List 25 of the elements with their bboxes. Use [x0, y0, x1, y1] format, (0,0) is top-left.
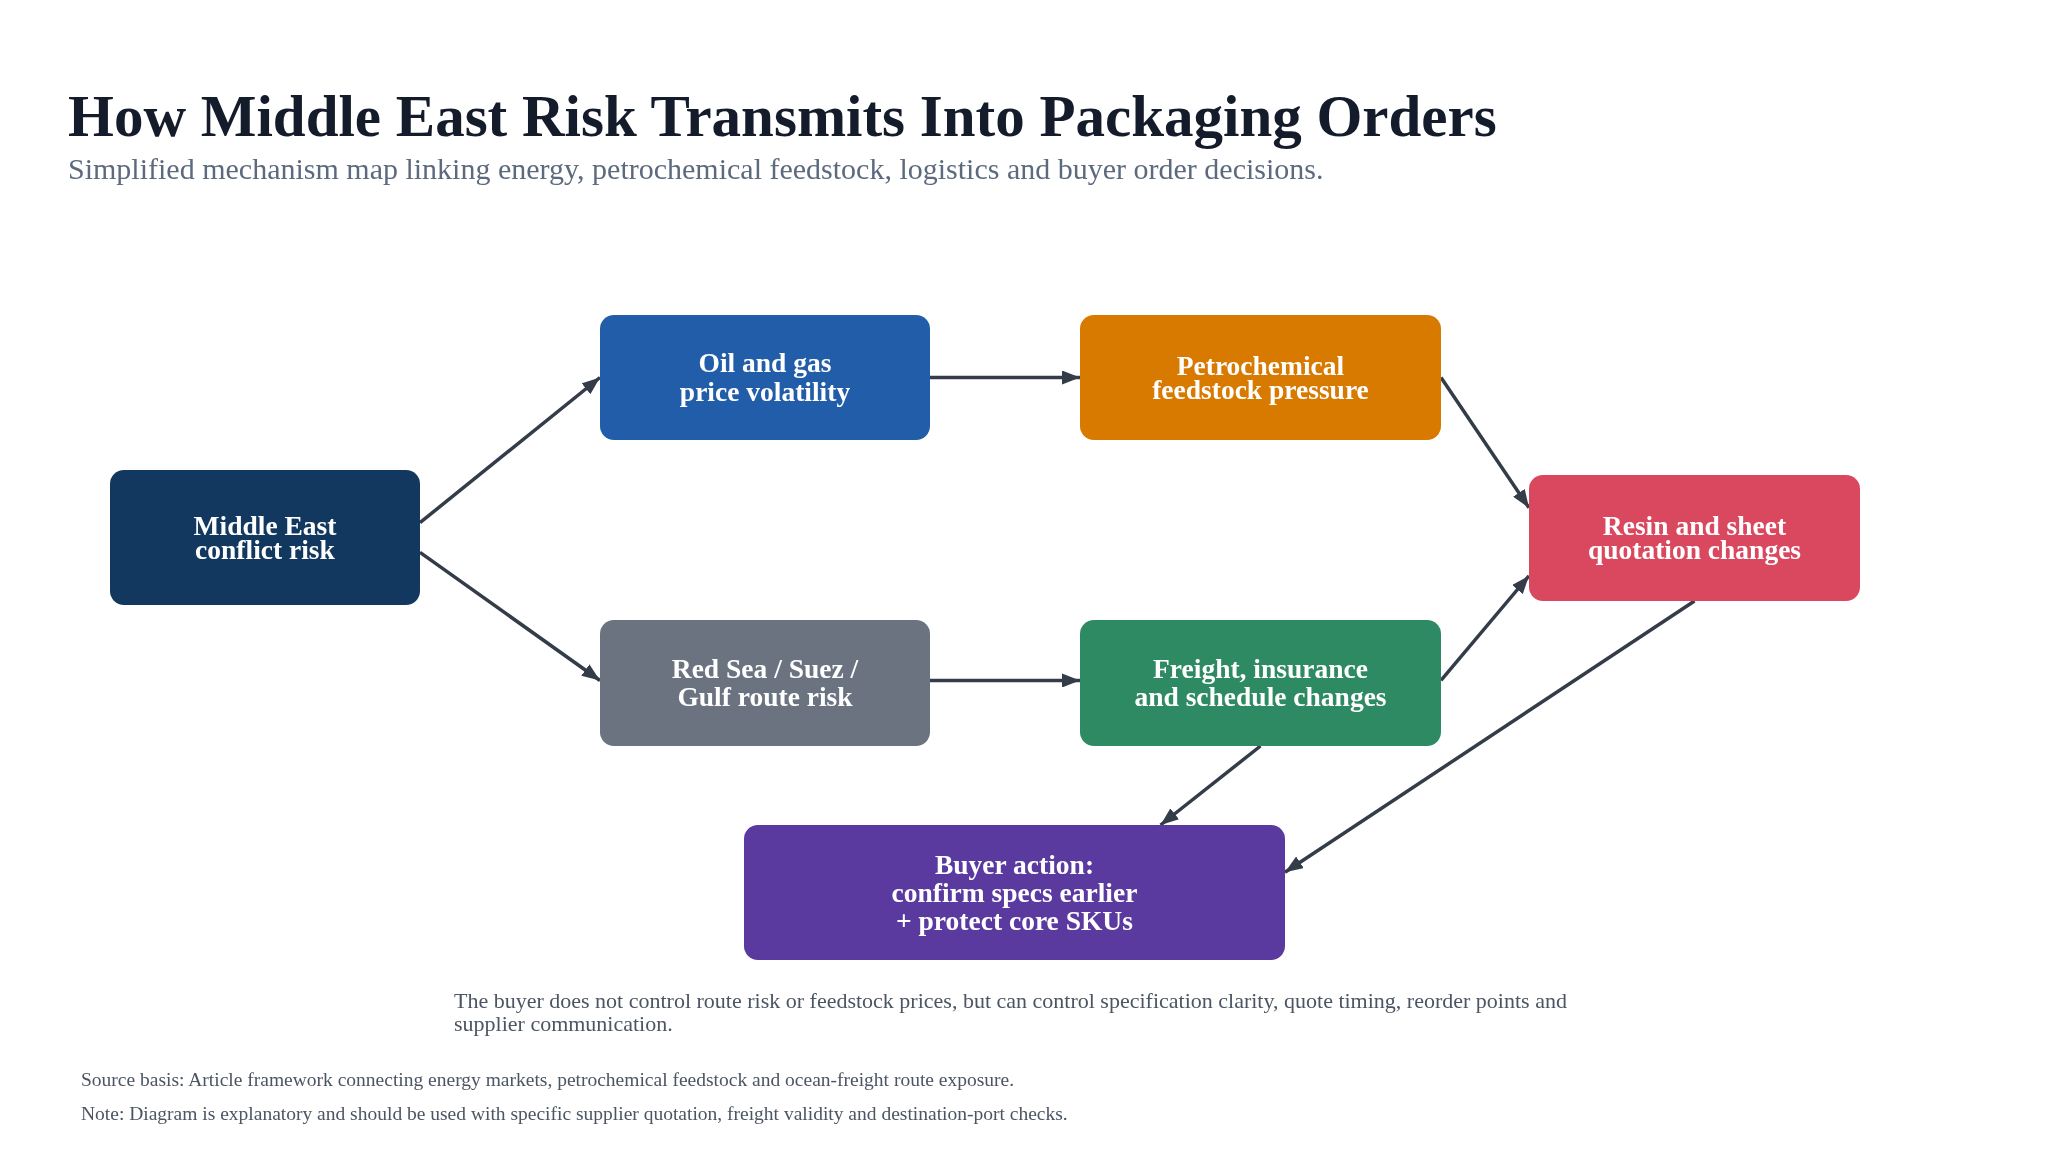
arrow [1439, 376, 1531, 509]
process-box [744, 825, 1285, 960]
disclaimer-note: Note: Diagram is explanatory and should be used with specific supplier quotation, freight validity and destination-port checks. [81, 1102, 1068, 1126]
arrow [418, 376, 602, 524]
process-box [1080, 620, 1441, 746]
arrow [419, 550, 601, 682]
subtitle: Simplified mechanism map linking energy, petrochemical feedstock, logistics and buyer order decisions. [68, 151, 1324, 187]
process-box [1080, 315, 1441, 440]
footnote-text: The buyer does not control route risk or feedstock prices, but can control specification clarity, quote timing, reorder points and supplier communication. [454, 990, 1568, 1035]
arrow [1284, 599, 1696, 874]
process-box [600, 620, 930, 746]
process-box [1529, 475, 1860, 601]
source-note: Source basis: Article framework connecting energy markets, petrochemical feedstock and ocean-freight route exposure. [81, 1068, 1015, 1092]
arrow [1159, 744, 1262, 827]
arrow [1439, 574, 1531, 682]
arrow [930, 673, 1080, 688]
node-text: Buyer action: confirm specs earlier + protect core SKUs [891, 850, 1138, 935]
title: How Middle East Risk Transmits Into Packaging Orders [68, 84, 1497, 149]
arrow [930, 370, 1080, 385]
process-box [110, 470, 420, 605]
process-box [600, 315, 930, 440]
node-text: Oil and gas price volatility [679, 349, 851, 406]
node-text: Freight, insurance and schedule changes [1134, 654, 1387, 712]
node-text: Red Sea / Suez / Gulf route risk [671, 655, 859, 711]
node-text: Middle East conflict risk [193, 513, 337, 562]
